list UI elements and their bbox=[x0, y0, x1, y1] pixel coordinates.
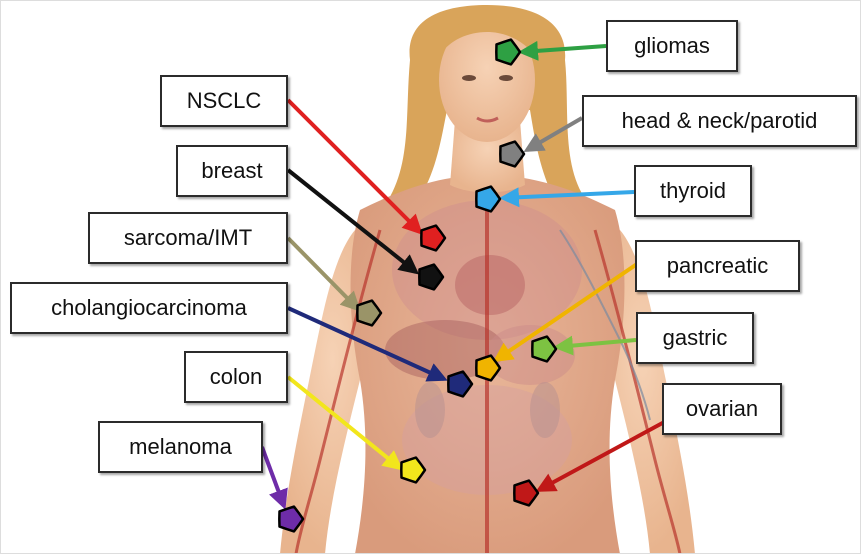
label-melanoma: melanoma bbox=[98, 421, 263, 473]
label-pancreatic-text: pancreatic bbox=[667, 255, 769, 277]
heart bbox=[455, 255, 525, 315]
right-eye bbox=[499, 75, 513, 81]
label-breast-text: breast bbox=[201, 160, 262, 182]
label-ovarian: ovarian bbox=[662, 383, 782, 435]
arrow-nsclc bbox=[288, 100, 420, 232]
label-ovarian-text: ovarian bbox=[686, 398, 758, 420]
label-gastric: gastric bbox=[636, 312, 754, 364]
label-thyroid: thyroid bbox=[634, 165, 752, 217]
label-sarcoma: sarcoma/IMT bbox=[88, 212, 288, 264]
label-cholangio: cholangiocarcinoma bbox=[10, 282, 288, 334]
label-head-neck-text: head & neck/parotid bbox=[622, 110, 818, 132]
label-colon: colon bbox=[184, 351, 288, 403]
left-eye bbox=[462, 75, 476, 81]
label-sarcoma-text: sarcoma/IMT bbox=[124, 227, 252, 249]
label-gliomas-text: gliomas bbox=[634, 35, 710, 57]
left-kidney bbox=[415, 382, 445, 438]
label-nsclc: NSCLC bbox=[160, 75, 288, 127]
label-colon-text: colon bbox=[210, 366, 263, 388]
right-kidney bbox=[530, 382, 560, 438]
label-breast: breast bbox=[176, 145, 288, 197]
label-nsclc-text: NSCLC bbox=[187, 90, 262, 112]
label-thyroid-text: thyroid bbox=[660, 180, 726, 202]
label-pancreatic: pancreatic bbox=[635, 240, 800, 292]
label-gliomas: gliomas bbox=[606, 20, 738, 72]
label-gastric-text: gastric bbox=[663, 327, 728, 349]
label-cholangio-text: cholangiocarcinoma bbox=[51, 297, 247, 319]
stomach bbox=[485, 325, 575, 385]
arrow-melanoma bbox=[262, 447, 284, 506]
label-head-neck: head & neck/parotid bbox=[582, 95, 857, 147]
label-melanoma-text: melanoma bbox=[129, 436, 232, 458]
